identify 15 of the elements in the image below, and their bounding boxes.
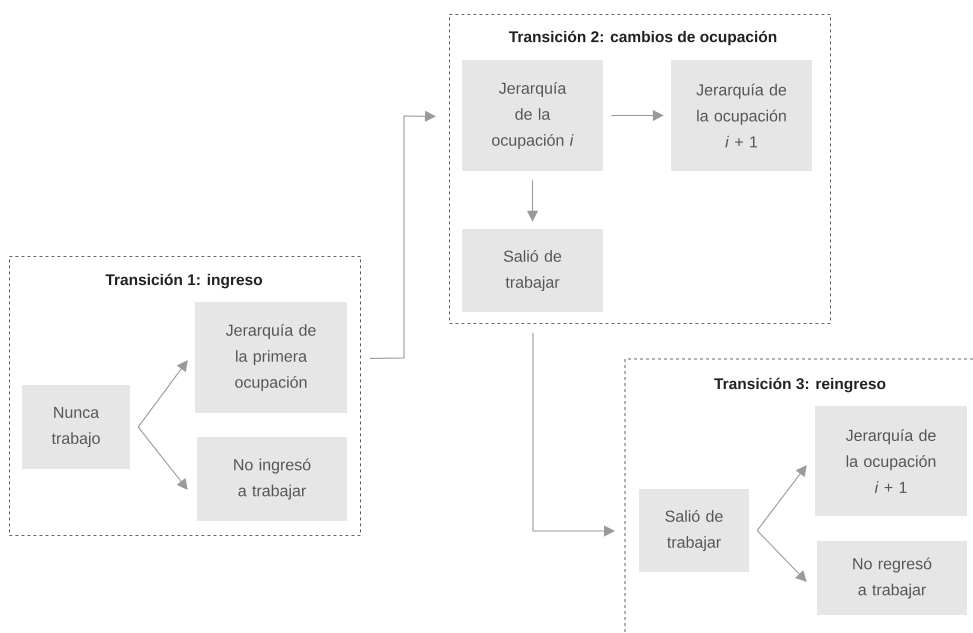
- group-heading: Transición 2: cambios de ocupación: [508, 30, 776, 46]
- process-box: Salió de trabajar: [462, 229, 603, 312]
- group-heading: Transición 1: ingreso: [106, 274, 262, 288]
- process-box: No regresó a trabajar: [817, 541, 967, 615]
- process-box: Salió de trabajar: [639, 489, 749, 572]
- process-box: Jerarquía de la ocupación i + 1: [671, 60, 812, 171]
- arrow: [756, 465, 807, 531]
- process-box: No ingresó a trabajar: [197, 437, 347, 521]
- arrow: [138, 426, 188, 490]
- process-box: Jerarquía de la ocupación i + 1: [815, 406, 967, 516]
- process-box: Jerarquía de la primera ocupación: [195, 302, 347, 413]
- group-heading: Transición 3: reingreso: [714, 378, 886, 392]
- arrow: [138, 360, 188, 428]
- process-box: Nunca trabajo: [22, 385, 130, 469]
- process-box: Jerarquía de la ocupación i: [462, 60, 603, 171]
